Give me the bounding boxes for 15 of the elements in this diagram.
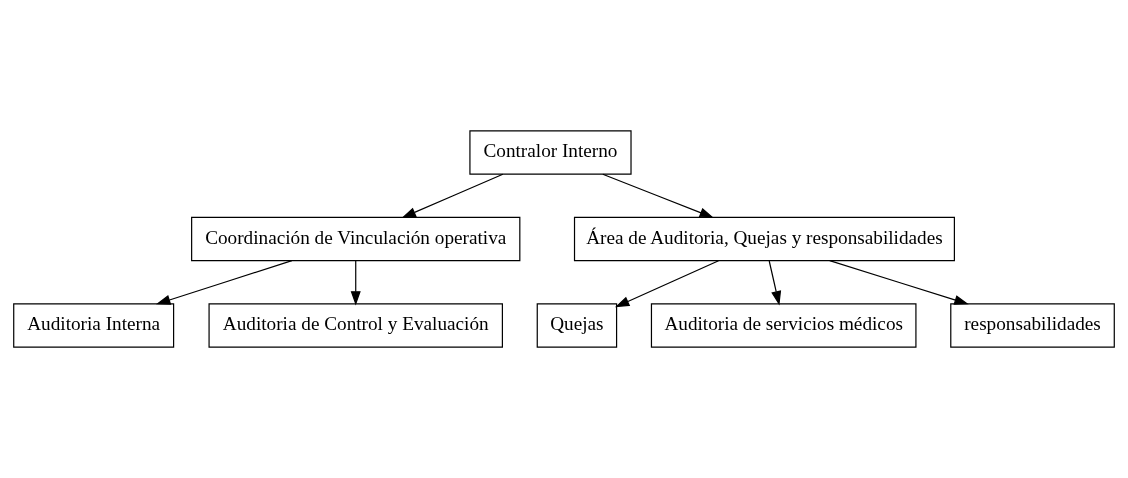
node-box: Auditoria Interna bbox=[13, 303, 175, 348]
node-box: Auditoria de Control y Evaluación bbox=[208, 303, 503, 348]
arrow bbox=[350, 260, 361, 306]
arrow bbox=[614, 260, 720, 308]
arrow bbox=[768, 260, 782, 306]
node-box: Quejas bbox=[536, 303, 618, 348]
arrow bbox=[829, 260, 969, 305]
arrow bbox=[156, 260, 293, 305]
node-box: Área de Auditoria, Quejas y responsabilidades bbox=[573, 216, 955, 262]
node-box: Coordinación de Vinculación operativa bbox=[191, 216, 521, 262]
node-box: Auditoria de servicios médicos bbox=[650, 303, 917, 348]
arrow bbox=[602, 173, 714, 218]
node-box: Contralor Interno bbox=[469, 130, 632, 175]
arrow bbox=[401, 173, 504, 218]
node-box: responsabilidades bbox=[950, 303, 1115, 348]
